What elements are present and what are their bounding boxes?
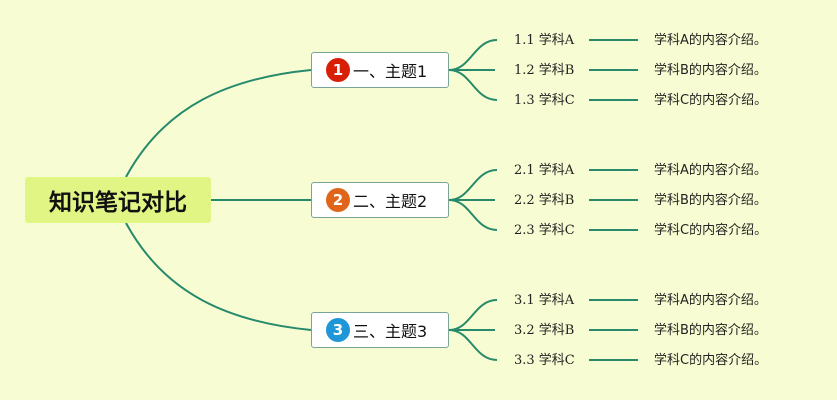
- number-1-icon: 1: [326, 58, 350, 82]
- subtopic-3-3[interactable]: 3.3 学科C: [514, 353, 575, 368]
- subtopic-3-1-desc[interactable]: 学科A的内容介绍。: [654, 293, 767, 308]
- subtopic-3-2[interactable]: 3.2 学科B: [514, 323, 575, 338]
- subtopic-2-1-desc[interactable]: 学科A的内容介绍。: [654, 163, 767, 178]
- subtopic-1-2-desc[interactable]: 学科B的内容介绍。: [654, 63, 767, 78]
- connector-central-topic-1: [125, 69, 312, 178]
- central-topic-label: 知识笔记对比: [49, 190, 187, 216]
- subtopic-1-3[interactable]: 1.3 学科C: [514, 93, 575, 108]
- connector-topic-2-sub-1: [448, 169, 498, 201]
- central-topic[interactable]: 知识笔记对比: [25, 177, 211, 223]
- subtopic-3-3-desc[interactable]: 学科C的内容介绍。: [654, 353, 768, 368]
- topic-label: 二、主题2: [353, 192, 428, 211]
- topic-label: 三、主题3: [353, 322, 428, 341]
- subtopic-2-2[interactable]: 2.2 学科B: [514, 193, 575, 208]
- connector-topic-3-sub-3: [448, 329, 498, 361]
- number-2-icon: 2: [326, 188, 350, 212]
- subtopic-1-3-desc[interactable]: 学科C的内容介绍。: [654, 93, 768, 108]
- subtopic-2-3[interactable]: 2.3 学科C: [514, 223, 575, 238]
- subtopic-1-2[interactable]: 1.2 学科B: [514, 63, 575, 78]
- topic-2[interactable]: 2 二、主题2: [311, 182, 449, 218]
- connector-topic-2-sub-3: [448, 199, 498, 231]
- subtopic-2-3-desc[interactable]: 学科C的内容介绍。: [654, 223, 768, 238]
- connector-topic-3-sub-1: [448, 299, 498, 331]
- subtopic-3-1[interactable]: 3.1 学科A: [514, 293, 575, 308]
- subtopic-2-1[interactable]: 2.1 学科A: [514, 163, 575, 178]
- subtopic-2-2-desc[interactable]: 学科B的内容介绍。: [654, 193, 767, 208]
- connector-topic-1-sub-1: [448, 39, 498, 71]
- subtopic-1-1-desc[interactable]: 学科A的内容介绍。: [654, 33, 767, 48]
- subtopic-3-2-desc[interactable]: 学科B的内容介绍。: [654, 323, 767, 338]
- subtopic-1-1[interactable]: 1.1 学科A: [514, 33, 575, 48]
- connector-topic-1-sub-3: [448, 69, 498, 101]
- topic-label: 一、主题1: [353, 62, 428, 81]
- topic-3[interactable]: 3 三、主题3: [311, 312, 449, 348]
- connector-central-topic-3: [125, 222, 312, 331]
- topic-1[interactable]: 1 一、主题1: [311, 52, 449, 88]
- number-3-icon: 3: [326, 318, 350, 342]
